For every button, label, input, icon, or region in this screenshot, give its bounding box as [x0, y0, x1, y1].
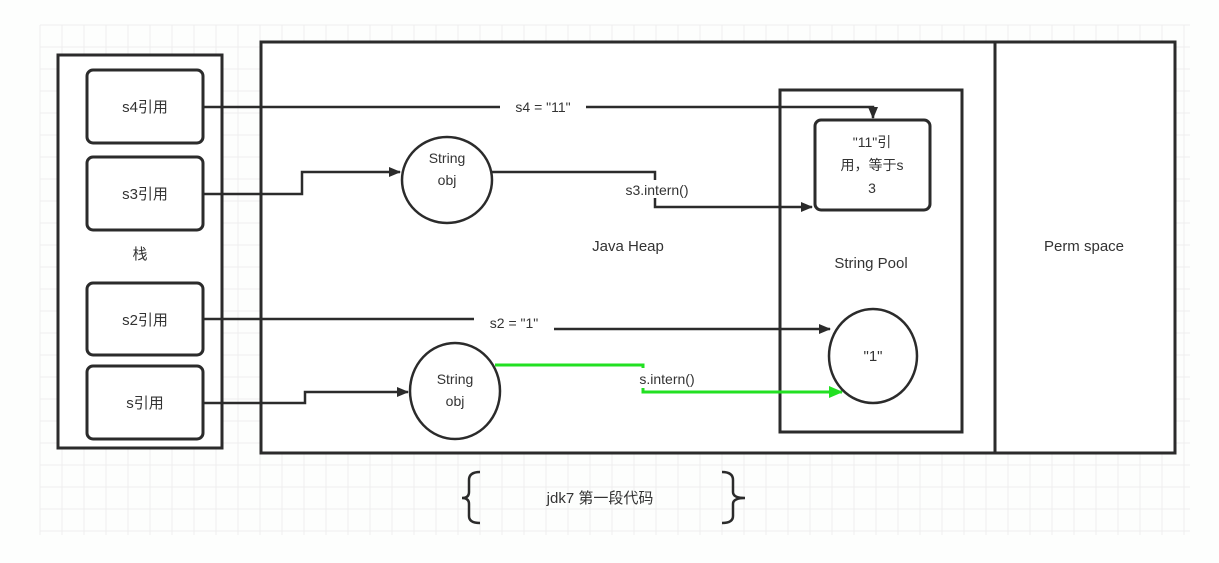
- heap-string-obj-1[interactable]: String obj: [400, 135, 494, 225]
- pool-entry-line2: 用，等于s: [841, 157, 904, 173]
- right-brace-icon: [721, 470, 746, 525]
- stack-ref-s2[interactable]: s2引用: [85, 281, 205, 357]
- perm-space-label: Perm space: [1044, 238, 1124, 255]
- stack-ref-label: s4引用: [122, 99, 168, 116]
- java-heap-label: Java Heap: [592, 238, 664, 255]
- edge-label-s2: s2 = "1": [490, 315, 538, 331]
- caption: jdk7 第一段代码: [461, 470, 746, 525]
- pool-entry-line1: "11"引: [853, 134, 891, 150]
- edge-s4-to-ref11: [203, 105, 878, 119]
- stack-ref-s[interactable]: s引用: [85, 364, 205, 441]
- stack-ref-s3[interactable]: s3引用: [85, 155, 205, 232]
- edge-s-to-obj2: [203, 387, 409, 405]
- edge-label-s4: s4 = "11": [515, 99, 570, 115]
- obj-label-line2: obj: [438, 172, 457, 188]
- pool-entry-line3: 3: [868, 180, 876, 196]
- left-brace-icon: [461, 470, 481, 525]
- string-pool-label: String Pool: [834, 255, 907, 272]
- stack-ref-label: s3引用: [122, 186, 168, 203]
- stack-label: 栈: [132, 246, 147, 263]
- pool-entry-label: "1": [864, 348, 883, 365]
- obj-label-line1: String: [429, 150, 466, 166]
- edges: s4 = "11" s3.intern() s2 = "1" s.intern(…: [203, 98, 878, 405]
- heap-string-obj-2[interactable]: String obj: [408, 341, 502, 441]
- edge-label-s3-intern: s3.intern(): [625, 182, 688, 198]
- edge-label-s-intern: s.intern(): [639, 371, 694, 387]
- perm-space-region: Perm space: [993, 42, 1124, 453]
- edge-s3-to-obj1: [203, 167, 401, 196]
- pool-entry-1-literal[interactable]: "1": [827, 307, 919, 405]
- caption-text: jdk7 第一段代码: [546, 489, 654, 507]
- stack-ref-s4[interactable]: s4引用: [85, 68, 205, 145]
- obj-label-line2: obj: [446, 393, 465, 409]
- obj-label-line1: String: [437, 371, 474, 387]
- stack-ref-label: s引用: [126, 395, 164, 412]
- pool-entry-11-ref[interactable]: "11"引 用，等于s 3: [813, 118, 932, 212]
- stack-ref-label: s2引用: [122, 312, 168, 329]
